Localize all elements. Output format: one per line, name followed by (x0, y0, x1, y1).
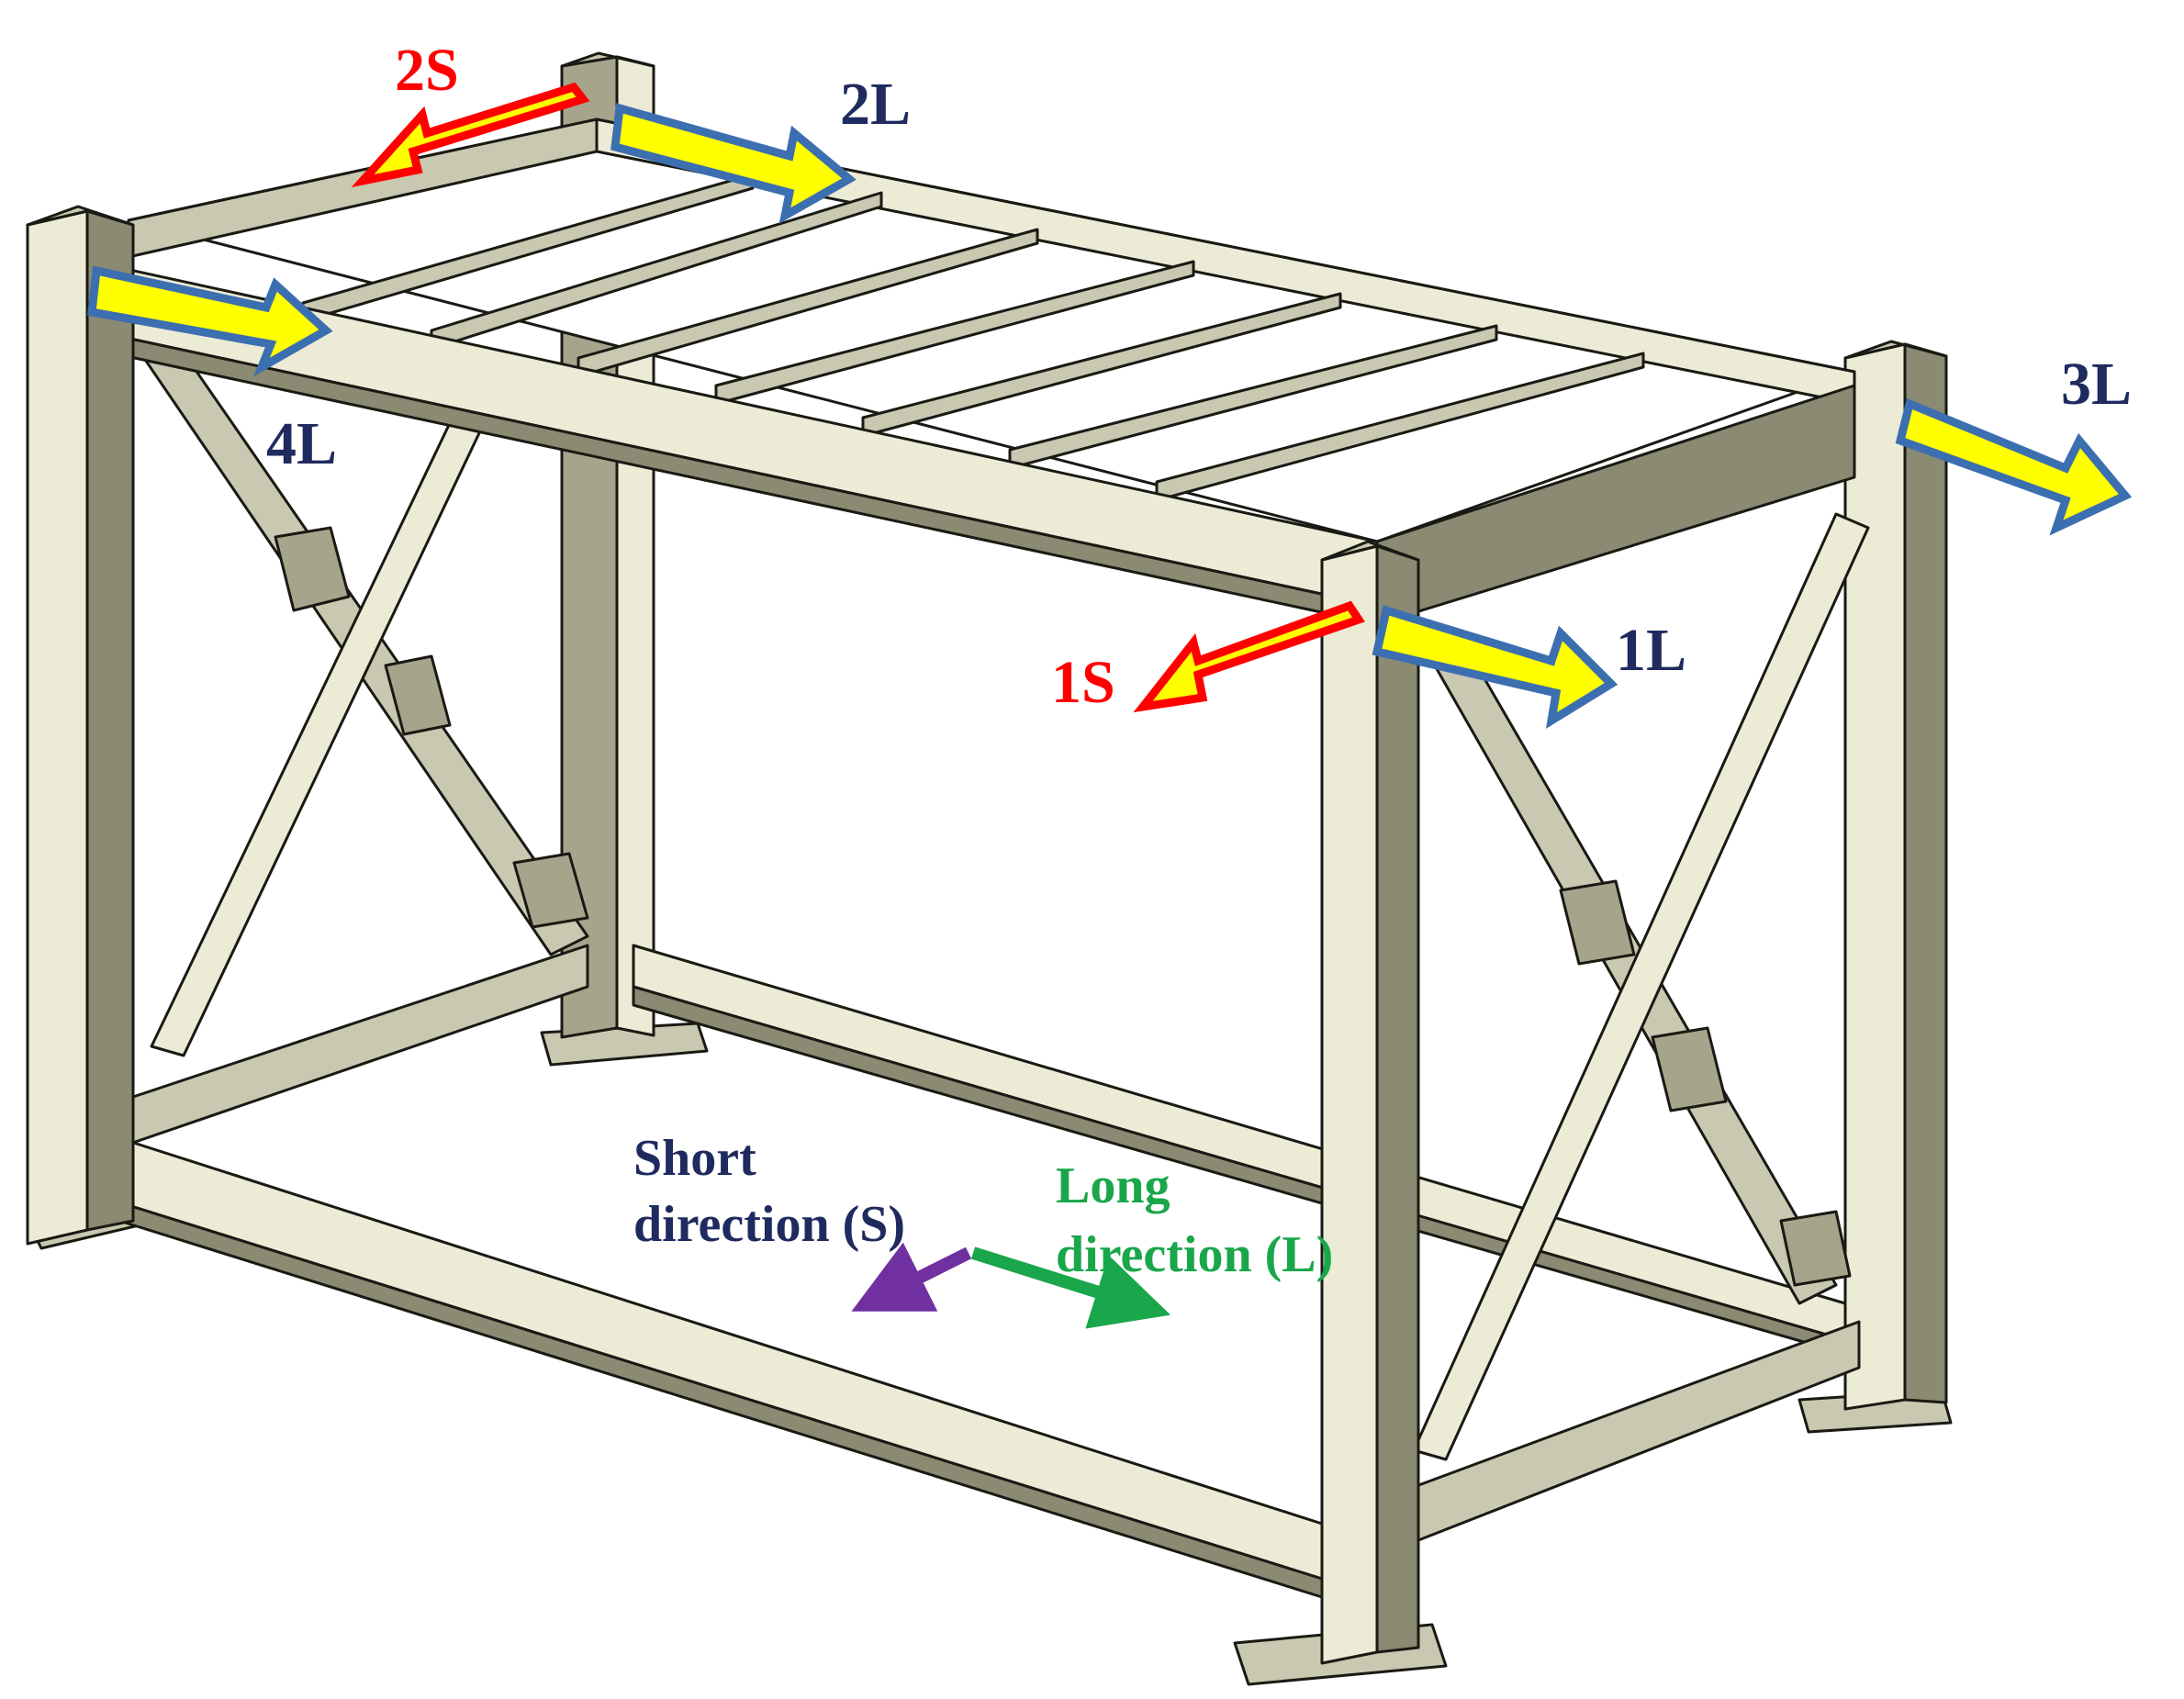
label-1L: 1L (1616, 617, 1686, 684)
long-direction-label-line2: direction (L) (1056, 1226, 1333, 1283)
column-back-right (1843, 340, 1948, 1411)
column-front-right (1320, 540, 1420, 1665)
label-2L: 2L (840, 71, 911, 138)
long-direction-arrow (970, 1246, 1171, 1329)
left-end-bracing (136, 338, 589, 1057)
label-2S: 2S (395, 37, 459, 104)
arrow-1L (1372, 605, 1618, 730)
short-direction-arrow (851, 1242, 972, 1312)
column-front-left (26, 205, 135, 1246)
arrow-4L (87, 265, 333, 377)
short-direction-label-line1: Short (633, 1130, 756, 1187)
arrow-1S (1133, 600, 1365, 713)
arrow-2S (351, 82, 590, 188)
arrow-2L (610, 103, 857, 224)
label-4L: 4L (266, 410, 337, 477)
label-1S: 1S (1051, 649, 1115, 716)
label-3L: 3L (2061, 351, 2132, 418)
short-direction-label-line2: direction (S) (633, 1196, 905, 1253)
arrow-3L (1895, 397, 2133, 536)
long-direction-label-line1: Long (1056, 1157, 1170, 1214)
right-end-bracing (1412, 512, 1870, 1461)
deck-cross-beams (301, 173, 1645, 502)
